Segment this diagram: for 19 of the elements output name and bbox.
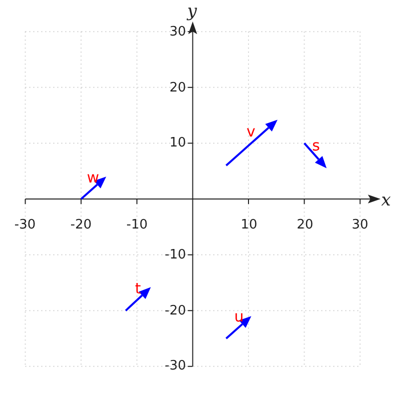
tick-label: -10 bbox=[126, 218, 148, 232]
vector-label: s bbox=[312, 138, 320, 154]
tick-label: 20 bbox=[296, 218, 314, 232]
tick-label: 30 bbox=[169, 26, 186, 38]
tick-label: -20 bbox=[70, 218, 92, 232]
tick-label: -30 bbox=[164, 360, 186, 372]
vector-label: t bbox=[135, 282, 141, 296]
tick-label: 10 bbox=[169, 136, 186, 150]
axis-label: y bbox=[187, 4, 197, 20]
vector-label: w bbox=[86, 170, 100, 186]
vector-label: v bbox=[246, 124, 256, 140]
tick-label: -20 bbox=[164, 304, 186, 318]
tick-label: -10 bbox=[164, 248, 186, 262]
tick-label: -30 bbox=[14, 218, 36, 232]
tick-label: 10 bbox=[240, 218, 258, 232]
tick-label: 20 bbox=[169, 82, 186, 94]
vector-label: u bbox=[234, 310, 244, 324]
axis-label: x bbox=[381, 192, 391, 210]
tick-label: 30 bbox=[352, 218, 368, 232]
